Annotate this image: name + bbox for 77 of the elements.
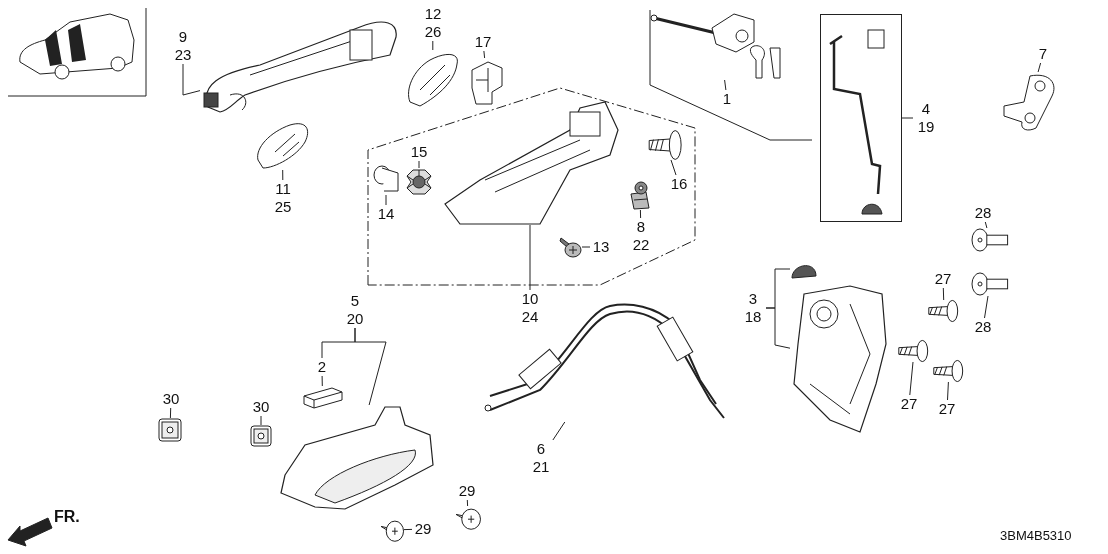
callout-number: 29 [414,520,432,538]
clip-drawing [628,180,652,210]
callout-number: 13 [592,238,610,256]
callout-number: 10 [521,290,539,308]
callout-number: 14 [377,205,395,223]
bolt-drawing [970,272,1010,296]
callout-number: 30 [162,390,180,408]
leader-line [354,327,387,406]
callout-number: 23 [174,46,192,64]
cap-drawing [405,168,433,196]
callout-number: 29 [458,482,476,500]
callout-number: 2 [317,358,327,376]
callout-number: 17 [474,33,492,51]
callout-number: 27 [900,395,918,413]
callout-number: 5 [350,292,360,310]
callout-number: 12 [424,5,442,23]
door-latch-drawing [790,284,890,434]
leader-line [942,287,945,301]
bolt-drawing [560,236,582,258]
clip-drawing [250,425,272,447]
callout-number: 22 [632,236,650,254]
leader-line [909,361,914,396]
callout-number: 28 [974,204,992,222]
leader-line [984,295,989,319]
callout-number: 25 [274,198,292,216]
callout-number: 20 [346,310,364,328]
leader-line [321,375,323,387]
leader-line [984,221,988,229]
callout-number: 24 [521,308,539,326]
leader-line [901,117,914,119]
callout-number: 4 [921,100,931,118]
leader-line [418,160,420,169]
callout-number: 7 [1038,45,1048,63]
leader-line [670,159,677,176]
callout-number: 30 [252,398,270,416]
callout-number: 15 [410,143,428,161]
callout-number: 21 [532,458,550,476]
grommet-drawing [372,165,400,195]
screw-drawing [380,518,404,542]
leader-line [639,209,642,219]
callout-number: 9 [178,28,188,46]
leader-line [385,194,387,206]
callout-number: 6 [536,440,546,458]
leader-line [169,407,172,419]
callout-number: 3 [748,290,758,308]
bolt-drawing [970,228,1010,252]
callout-number: 8 [636,218,646,236]
leader-line [724,79,727,91]
rod-assembly-drawing [820,14,902,222]
leader-line [282,169,284,181]
leader-line [947,381,949,401]
leader-line [483,50,486,59]
callout-number: 28 [974,318,992,336]
callout-number: 16 [670,175,688,193]
callout-number: 26 [424,23,442,41]
leader-line [403,528,413,531]
leader-line [529,224,531,291]
leader-line [581,246,591,248]
diagram-code: 3BM4B5310 [1000,528,1072,543]
leader-line [1037,62,1042,73]
callout-number: 1 [722,90,732,108]
handle-cover-drawing [255,120,310,170]
callout-number: 27 [938,400,956,418]
direction-label: FR. [54,508,80,526]
switch-drawing [300,386,345,408]
clip-drawing [158,418,182,442]
leader-line [765,307,791,349]
callout-number: 11 [275,180,291,198]
leader-line [552,421,566,441]
leader-line [260,415,262,426]
callout-number: 18 [744,308,762,326]
screw-drawing [455,506,481,530]
callout-number: 19 [917,118,935,136]
leader-line [466,499,469,507]
leader-line [182,63,201,96]
callout-number: 27 [934,270,952,288]
leader-line [432,40,434,51]
